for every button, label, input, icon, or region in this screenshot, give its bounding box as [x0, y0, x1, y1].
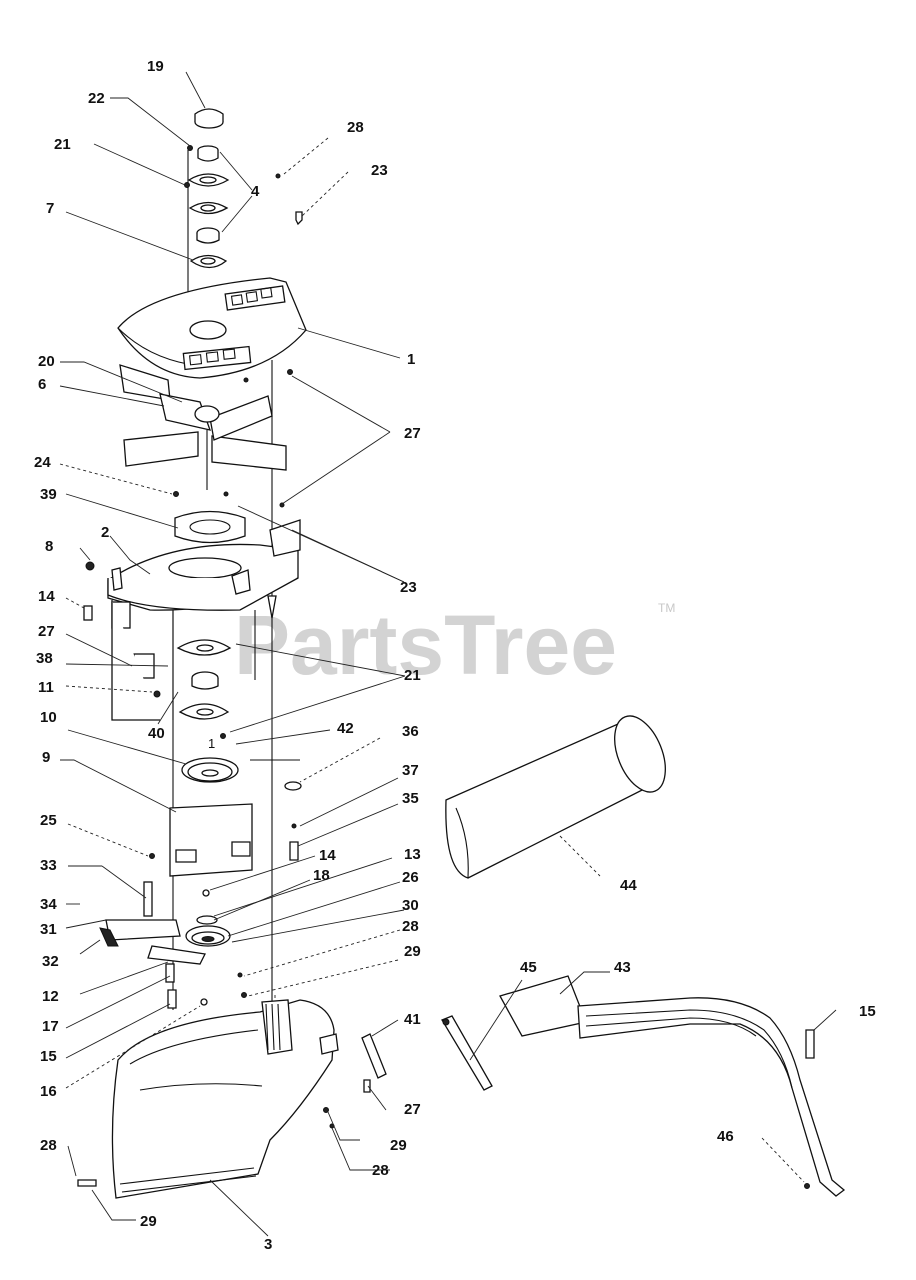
lower-bearing-stack: 1 — [176, 639, 232, 751]
belt-guard-plate — [149, 803, 299, 877]
callout-17: 17 — [42, 1018, 59, 1035]
top-housing-plate — [117, 277, 307, 379]
callout-28: 28 — [372, 1162, 389, 1179]
callout-13: 13 — [404, 846, 421, 863]
trademark-mark: TM — [658, 601, 675, 615]
callout-11: 11 — [38, 679, 54, 696]
callout-45: 45 — [520, 959, 537, 976]
lower-chute-housing — [77, 999, 339, 1199]
callout-20: 20 — [38, 353, 55, 370]
callout-27: 27 — [404, 1101, 421, 1118]
callout-3: 3 — [264, 1236, 272, 1253]
callout-2: 2 — [101, 524, 109, 541]
callout-29: 29 — [404, 943, 421, 960]
callout-21: 21 — [404, 667, 421, 684]
callout-25: 25 — [40, 812, 57, 829]
callout-42: 42 — [337, 720, 354, 737]
callout-10: 10 — [40, 709, 57, 726]
callout-23: 23 — [371, 162, 388, 179]
callout-27: 27 — [404, 425, 421, 442]
callout-6: 6 — [38, 376, 46, 393]
chute-tube — [445, 715, 666, 879]
upper-pulley — [181, 757, 302, 791]
fan-collar — [173, 491, 285, 544]
callout-23: 23 — [400, 579, 417, 596]
callout-15: 15 — [859, 1003, 876, 1020]
callout-29: 29 — [390, 1137, 407, 1154]
callout-14: 14 — [38, 588, 55, 605]
callout-12: 12 — [42, 988, 59, 1005]
callout-38: 38 — [36, 650, 53, 667]
callout-37: 37 — [402, 762, 419, 779]
callout-22: 22 — [88, 90, 105, 107]
callout-28: 28 — [402, 918, 419, 935]
callout-8: 8 — [45, 538, 53, 555]
callout-30: 30 — [402, 897, 419, 914]
callout-43: 43 — [614, 959, 631, 976]
callout-27: 27 — [38, 623, 55, 640]
callout-26: 26 — [402, 869, 419, 886]
callout-28: 28 — [347, 119, 364, 136]
lower-pulley — [185, 889, 231, 947]
partstree-watermark: PartsTree — [234, 598, 617, 692]
callout-14: 14 — [319, 847, 336, 864]
callout-4: 4 — [251, 183, 260, 200]
callout-18: 18 — [313, 867, 330, 884]
shaft-mark: 1 — [208, 736, 215, 751]
callout-44: 44 — [620, 877, 637, 894]
callout-40: 40 — [148, 725, 165, 742]
impeller-fan — [119, 364, 287, 490]
blower-housing — [83, 519, 301, 720]
pins — [361, 1033, 387, 1093]
callout-labels: 19 22 28 21 23 4 7 1 20 6 27 24 39 2 8 2… — [34, 58, 876, 1253]
callout-21: 21 — [54, 136, 71, 153]
callout-41: 41 — [404, 1011, 421, 1028]
lower-left-hardware — [99, 881, 247, 1009]
callout-46: 46 — [717, 1128, 734, 1145]
leader-lines — [59, 71, 837, 1237]
callout-39: 39 — [40, 486, 57, 503]
top-bearing-stack — [184, 108, 303, 269]
callout-19: 19 — [147, 58, 164, 75]
callout-36: 36 — [402, 723, 419, 740]
callout-31: 31 — [40, 921, 57, 938]
mid-left-brackets — [111, 600, 161, 721]
callout-1: 1 — [407, 351, 415, 368]
callout-28: 28 — [40, 1137, 57, 1154]
callout-34: 34 — [40, 896, 57, 913]
callout-24: 24 — [34, 454, 51, 471]
deflector-and-rod — [441, 975, 846, 1197]
callout-9: 9 — [42, 749, 50, 766]
callout-35: 35 — [402, 790, 419, 807]
callout-29: 29 — [140, 1213, 157, 1230]
callout-33: 33 — [40, 857, 57, 874]
callout-32: 32 — [42, 953, 59, 970]
callout-16: 16 — [40, 1083, 57, 1100]
callout-15: 15 — [40, 1048, 57, 1065]
callout-7: 7 — [46, 200, 54, 217]
